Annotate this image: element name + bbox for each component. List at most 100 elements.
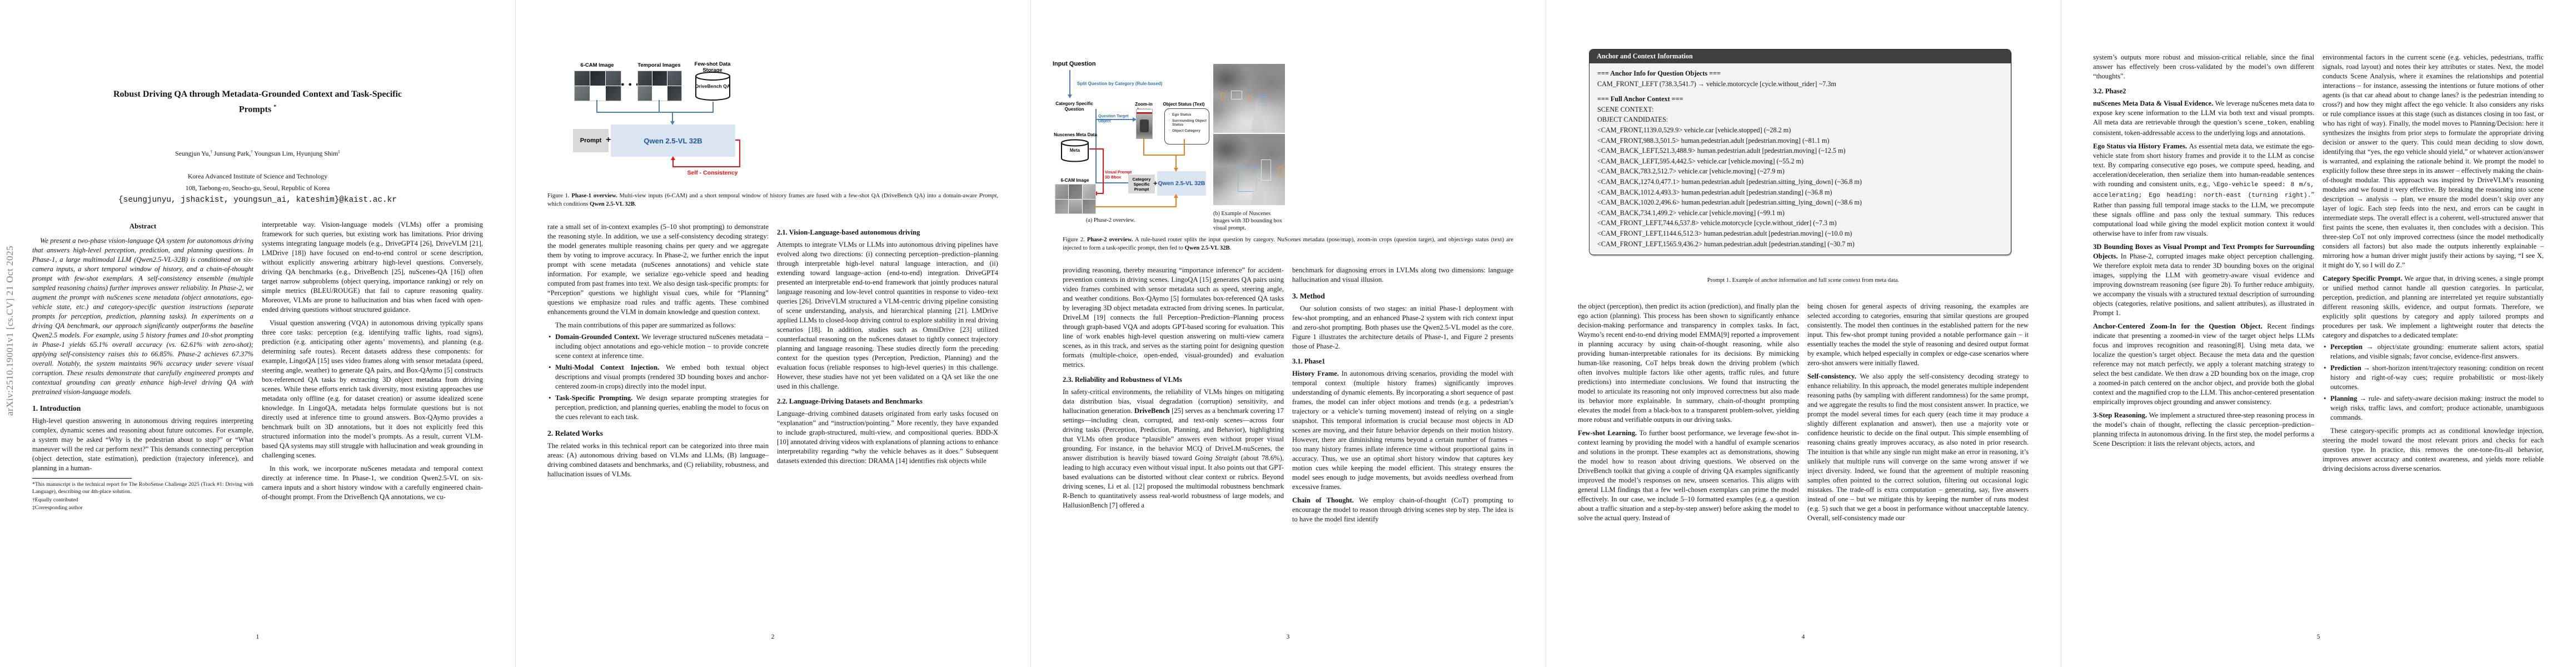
abstract-heading: Abstract — [32, 221, 253, 231]
column-right: environmental factors in the current sce… — [2323, 53, 2544, 634]
page-number: 3 — [1286, 634, 1290, 640]
bbox-overlay — [1261, 160, 1271, 181]
section-heading: 2. Related Works — [547, 429, 769, 438]
arrowhead-down-icon — [1174, 168, 1178, 172]
text: 3. Method — [1292, 292, 1325, 300]
text-run: Prompts — [238, 104, 274, 115]
text-run: Prompt — [979, 192, 997, 199]
text: †Equally contributed — [32, 496, 78, 503]
paragraph: The main contributions of this paper are… — [547, 321, 769, 330]
paragraph: nuScenes Meta Data & Visual Evidence. We… — [2093, 99, 2314, 138]
text: High-level question answering in autonom… — [32, 417, 253, 472]
text: The main contributions of this paper are… — [555, 321, 736, 329]
arrowhead-right-icon — [1133, 117, 1137, 122]
bullet-marker: • — [2324, 343, 2326, 351]
subsection-heading: 3.1. Phase1 — [1292, 357, 1513, 366]
text: benchmark for diagnosing errors in LVLMs… — [1292, 266, 1513, 283]
paragraph-lead: 3D Bounding Boxes as Visual Prompt and T… — [2093, 243, 2314, 260]
connector-line — [659, 100, 660, 112]
figure-1-phase1-diagram: 6-CAM Image ● ● ● Temporal Images Few-sh… — [515, 0, 1030, 189]
prompt-line: <CAM_FRONT,1139.0,529.9> vehicle.car [ve… — [1597, 126, 1791, 134]
paragraph-lead: Perception — [2330, 343, 2366, 351]
paragraph: interpretable way. Vision-language model… — [262, 220, 483, 315]
prompt-line: <CAM_FRONT,988.3,501.5> human.pedestrian… — [1597, 136, 1830, 145]
question-target-label: Question Target Object — [1098, 113, 1129, 123]
affiliation-address: 108, Taebong-ro, Seocho-gu, Seoul, Repub… — [185, 184, 330, 192]
text: Recent findings indicate that presenting… — [2093, 322, 2314, 406]
six-camera-image — [574, 71, 621, 101]
text: being chosen for general aspects of driv… — [1807, 302, 2029, 367]
connector-line — [1095, 182, 1128, 183]
text-run: , which conditions — [547, 192, 999, 207]
bullet-marker: • — [2324, 364, 2326, 372]
text: In Phase-2, corrupted images make object… — [2093, 252, 2314, 317]
figure1-6cam-label: 6-CAM Image — [580, 62, 614, 68]
text-run: Going Straight — [1195, 454, 1238, 462]
text-run: Junsung Park, — [212, 149, 251, 157]
text-run: Figure 2. — [1063, 236, 1087, 243]
visual-prompt-line — [1097, 193, 1104, 194]
paragraph: The related works in this technical repo… — [547, 441, 769, 479]
paragraph: These category-specific prompts act as c… — [2323, 426, 2544, 474]
text: Visual question answering (VQA) in auton… — [262, 319, 483, 459]
plus-sign: + — [606, 135, 611, 145]
text: interpretable way. Vision-language model… — [262, 221, 483, 313]
status-item: Object Category — [1169, 128, 1207, 133]
paragraph-lead: Prediction — [2330, 364, 2364, 372]
figure-2-phase2-diagram: Input Question Split Question by Categor… — [1030, 0, 1546, 233]
text: system’s outputs more robust and mission… — [2093, 53, 2314, 80]
prompt-line: === Full Anchor Context === — [1597, 94, 2003, 104]
text: We argue that, in driving scenes, a sing… — [2323, 275, 2544, 339]
nuscenes-meta-title: Nuscenes Meta Data — [1054, 132, 1097, 137]
figure2b-subcaption: (b) Example of Nuscenes Images with 3D b… — [1213, 211, 1282, 231]
paragraph-lead: 3-Step Reasoning. — [2093, 411, 2149, 419]
prompt-line: <CAM_BACK_LEFT,521.3,488.9> human.pedest… — [1597, 147, 1846, 155]
text: rate a small set of in-context examples … — [547, 223, 769, 316]
footnote: *This manuscript is the technical report… — [32, 481, 253, 496]
section-heading: 1. Introduction — [32, 404, 253, 413]
paragraph: Visual question answering (VQA) in auton… — [262, 318, 483, 460]
bbox-overlay — [1231, 91, 1242, 99]
text-run: ‡ — [338, 149, 340, 154]
paragraph: system’s outputs more robust and mission… — [2093, 53, 2314, 81]
text-run: Seungjun Yu, — [175, 149, 211, 157]
text: Language–driving combined datasets origi… — [777, 410, 998, 465]
connector-line — [596, 112, 714, 113]
arrowhead-up-icon — [1174, 194, 1178, 198]
text-run: Phase-2 overview. — [1087, 236, 1133, 243]
temporal-images — [637, 71, 682, 101]
page-3: Input Question Split Question by Categor… — [1030, 0, 1546, 667]
bullet-item: •Domain-Grounded Context. We leverage st… — [547, 332, 769, 361]
column-left: providing reasoning, thereby measuring “… — [1063, 266, 1284, 634]
text: Attempts to integrate VLMs or LLMs into … — [777, 241, 998, 390]
paragraph-lead: History Frame. — [1292, 370, 1342, 377]
self-consistency-loop-line — [739, 140, 740, 167]
text-run: Qwen 2.5-VL 32B — [1184, 244, 1230, 251]
text-run: Figure 1. — [547, 192, 572, 199]
text-run: Category Specific — [1132, 176, 1151, 187]
text-run: , enabling consistent, token-addressable… — [2093, 118, 2314, 137]
paragraph: being chosen for general aspects of driv… — [1807, 302, 2029, 368]
prompt-box: Prompt — [573, 129, 609, 152]
prompt-line: <CAM_BACK,1274.0,477.1> human.pedestrian… — [1597, 177, 1862, 186]
context-line — [1143, 155, 1185, 156]
self-consistency-loop-line — [735, 140, 740, 141]
bullet-item: •Planning → rule- and safety-aware decis… — [2323, 394, 2544, 422]
text-run: [25] serves as a benchmark covering 17 s… — [1063, 407, 1284, 462]
sixcam-label: 6-CAM Image — [1060, 178, 1089, 183]
text-run: Phase-1 overview. — [571, 192, 617, 199]
bullet-marker: • — [549, 333, 551, 341]
text-run: \Ego-vehicle speed: 8 m/s, accelerating;… — [2093, 182, 2314, 199]
text-run: Robust Driving QA through Metadata-Groun… — [113, 89, 402, 99]
arrowhead-down-icon — [670, 121, 675, 125]
prompt-box-header: Anchor and Context Information — [1590, 49, 2011, 63]
text: In this work, we incorporate nuScenes me… — [262, 465, 483, 501]
text-run: scene_token — [2244, 120, 2286, 127]
prompt-line-heading: === Anchor Info for Question Objects === — [1597, 69, 1721, 77]
text: 3.2. Phase2 — [2093, 87, 2126, 95]
connector-line — [1069, 70, 1070, 94]
paragraph-lead: Multi-Modal Context Injection. — [555, 364, 666, 371]
paragraph: Chain of Thought. We employ chain-of-tho… — [1292, 496, 1513, 524]
visual-prompt-line — [1089, 148, 1104, 150]
paragraph: History Frame. In autonomous driving sce… — [1292, 369, 1513, 492]
